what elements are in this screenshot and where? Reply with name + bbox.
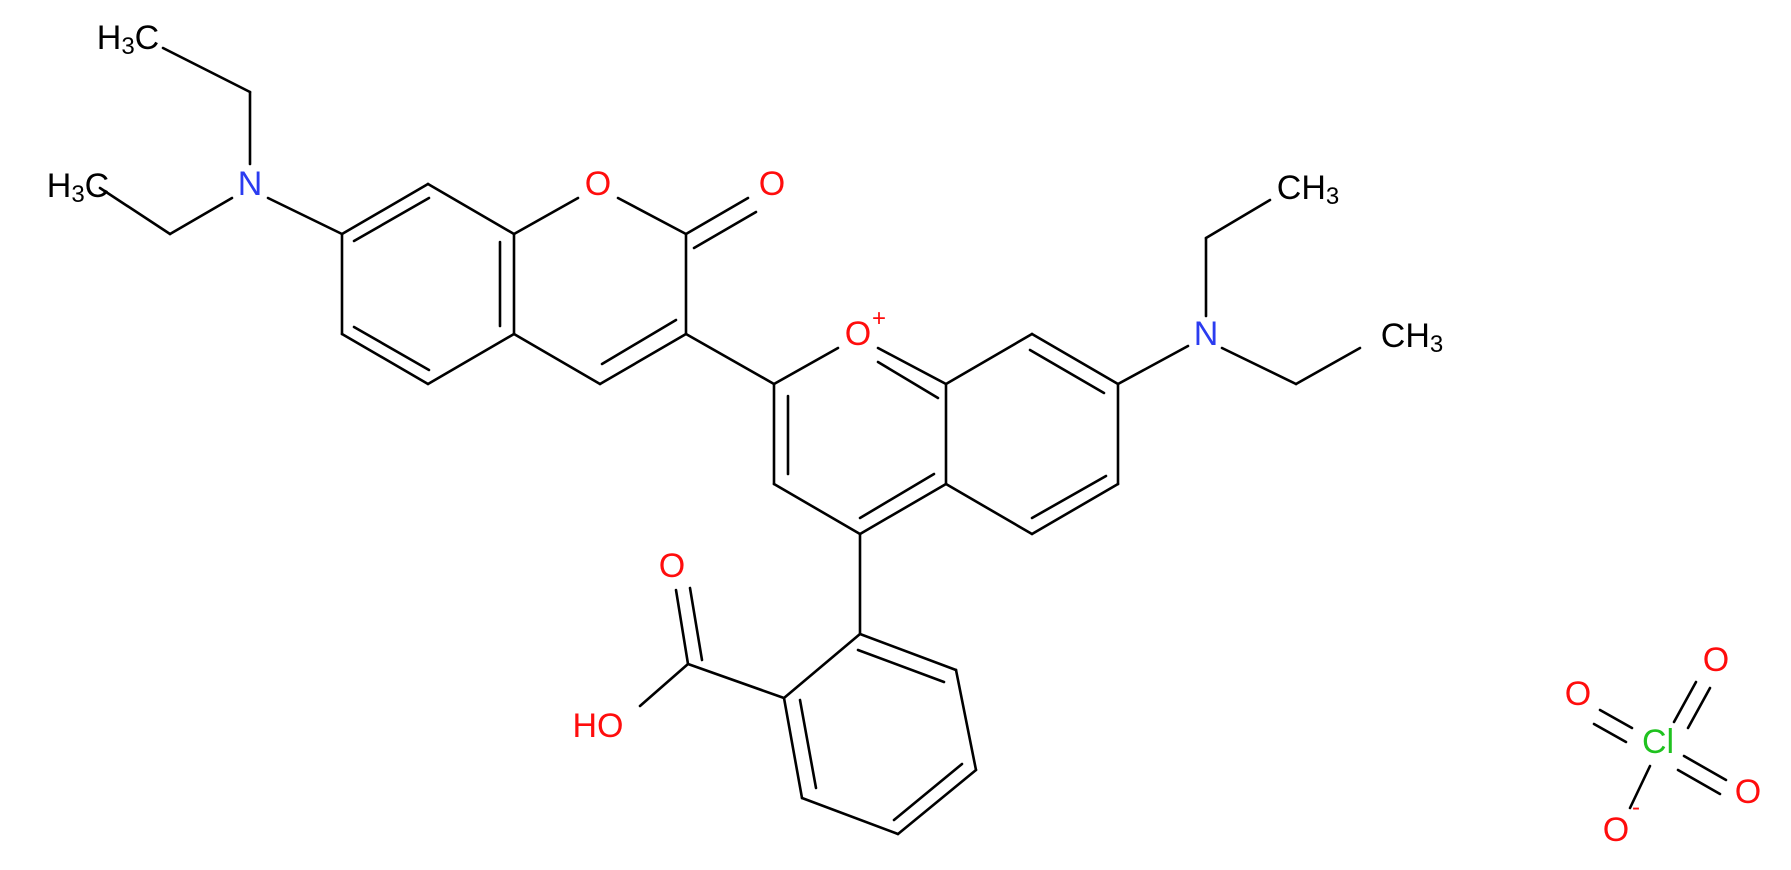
bond-pyrylium-e	[772, 482, 862, 536]
methyl-label-4: CH3	[1381, 317, 1443, 358]
bond-acid-co-a	[674, 588, 690, 666]
bond-ethyl4-ch3	[1294, 346, 1362, 386]
bond-acid-c	[686, 662, 786, 700]
bond-phenyl-f	[782, 632, 862, 700]
bond-ring3-e	[944, 482, 1034, 536]
bond-acid-co-b	[688, 586, 704, 662]
bond-phenyl-c	[896, 768, 978, 836]
bond-ring1-b	[426, 182, 516, 236]
bond-phenyl-c-inner	[892, 762, 964, 822]
bond-phenyl-e	[782, 696, 804, 800]
bond-ring3-d-inner	[1030, 474, 1108, 520]
bond-layer	[98, 46, 1728, 836]
oxygen-acid-carbonyl: O	[659, 547, 685, 585]
pyrylium-charge: +	[872, 305, 886, 332]
bond-cl-o-right-b	[1676, 768, 1722, 796]
bond-ring1-d	[426, 332, 516, 386]
oxygen-carbonyl: O	[759, 165, 785, 203]
bond-phenyl-a-inner	[856, 648, 946, 684]
oxygen-ring-left: O	[585, 165, 611, 203]
bond-lactone-a	[512, 196, 580, 236]
bond-pyrylium-b-inner	[876, 360, 940, 400]
bond-pyrylium-d	[858, 482, 948, 536]
bond-n-aromatic-left	[266, 196, 344, 236]
bond-n-aromatic-right	[1116, 344, 1190, 386]
bond-ring1-e-inner	[352, 325, 431, 372]
bond-cl-o-anion	[1628, 764, 1652, 810]
bond-ring3-d	[1030, 482, 1120, 536]
bond-link-coumarin-pyrylium	[684, 332, 776, 386]
bond-pyrylium-a	[772, 346, 840, 386]
chlorine-atom: Cl	[1642, 723, 1674, 761]
bond-phenyl-a	[858, 632, 958, 672]
bond-lactone-b	[616, 196, 688, 236]
perchlorate-charge: -	[1632, 794, 1640, 821]
bond-lactone-e	[512, 332, 602, 386]
nitrogen-atom-right: N	[1194, 315, 1219, 353]
bond-ring3-b-inner	[1028, 348, 1106, 395]
bond-ring3-a	[944, 332, 1034, 386]
perchlorate-oxygen-left: O	[1565, 675, 1591, 713]
bond-phenyl-b	[954, 668, 978, 772]
oxygen-pyrylium: O	[845, 315, 871, 353]
bond-ring1-e	[340, 332, 430, 386]
bond-cl-o-top-a	[1672, 680, 1698, 724]
bond-ethyl2-ch3	[98, 186, 172, 236]
methyl-label-1: H3C	[97, 19, 159, 60]
bond-lactone-d	[598, 332, 688, 386]
bond-carbonyl-a	[684, 196, 750, 236]
bond-carbonyl-b	[692, 210, 758, 250]
bond-ring1-a-inner	[352, 196, 431, 243]
bond-phenyl-e-inner	[798, 698, 818, 790]
bond-pyrylium-b	[876, 346, 948, 386]
bond-cl-o-left-a	[1598, 708, 1634, 730]
perchlorate-oxygen-anion: O	[1603, 811, 1629, 849]
bond-cl-o-right-a	[1682, 754, 1728, 782]
perchlorate-oxygen-top: O	[1703, 641, 1729, 679]
bond-ethyl2-n	[168, 196, 234, 236]
methyl-label-2: H3C	[47, 167, 109, 208]
oxygen-acid-hydroxyl: HO	[573, 707, 624, 745]
bond-ring3-b	[1030, 332, 1120, 386]
bond-ethyl3-ch3	[1204, 198, 1272, 240]
bond-lactone-d-inner	[600, 318, 678, 366]
methyl-label-3: CH3	[1277, 169, 1339, 210]
bond-phenyl-d	[800, 796, 900, 836]
perchlorate-oxygen-right: O	[1735, 773, 1761, 811]
atom-label-layer: H3C H3C CH3 CH3 N N O O O + O HO Cl O O …	[47, 19, 1761, 849]
bond-ethyl4-n	[1220, 346, 1298, 386]
nitrogen-atom-left: N	[238, 165, 263, 203]
bond-ethyl1-ch3	[161, 46, 252, 94]
bond-pyrylium-d-inner	[858, 472, 936, 520]
bond-ring1-a	[340, 182, 430, 236]
bond-acid-oh	[638, 662, 690, 708]
bond-cl-o-top-b	[1686, 686, 1712, 730]
bond-cl-o-left-b	[1592, 722, 1628, 744]
